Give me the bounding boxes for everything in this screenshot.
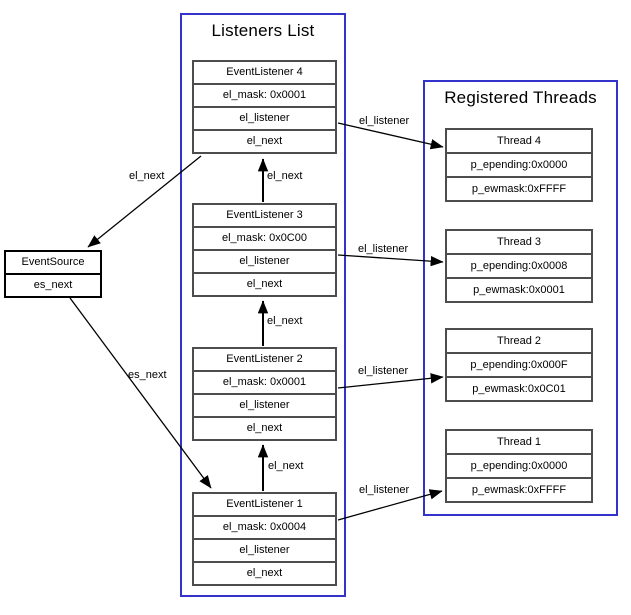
edge-label-el1-listener: el_listener [359, 484, 410, 496]
eventsource-box: EventSource es_next [4, 250, 102, 298]
registered-threads-container [423, 80, 618, 516]
el-mask-field: el_mask: 0x0004 [194, 515, 335, 538]
el-mask-field: el_mask: 0x0001 [194, 370, 335, 393]
el-listener-field: el_listener [194, 538, 335, 561]
el-listener-field: el_listener [194, 393, 335, 416]
node-title: EventListener 4 [226, 66, 303, 78]
eventlistener-3-box: EventListener 3 el_mask: 0x0C00 el_liste… [192, 203, 337, 297]
el-listener-field: el_listener [194, 249, 335, 272]
node-title: Thread 4 [496, 135, 542, 147]
thread-3-box: Thread 3 p_epending:0x0008 p_ewmask:0x00… [445, 229, 593, 303]
thread-4-box: Thread 4 p_epending:0x0000 p_ewmask:0xFF… [445, 128, 593, 202]
el-next-field: el_next [194, 272, 335, 295]
edge-label-el3-next: el_next [267, 170, 303, 182]
edge-label-el1-next: el_next [268, 460, 304, 472]
edge-label-el2-next: el_next [267, 315, 303, 327]
edge-label-el4-listener: el_listener [359, 115, 410, 127]
el-next-field: el_next [194, 561, 335, 584]
listeners-list-title: Listeners List [211, 21, 315, 40]
node-title: EventListener 2 [226, 353, 303, 365]
p-ewmask-field: p_ewmask:0xFFFF [447, 477, 591, 501]
edge-label-el4-next: el_next [129, 170, 165, 182]
p-ewmask-field: p_ewmask:0xFFFF [447, 176, 591, 200]
el-next-field: el_next [194, 129, 335, 152]
p-ewmask-field: p_ewmask:0x0001 [447, 277, 591, 301]
node-title: EventListener 3 [226, 209, 303, 221]
p-ewmask-field: p_ewmask:0x0C01 [447, 376, 591, 400]
el-listener-field: el_listener [194, 106, 335, 129]
el-next-field: el_next [194, 416, 335, 439]
registered-threads-title: Registered Threads [444, 88, 597, 107]
eventlistener-1-box: EventListener 1 el_mask: 0x0004 el_liste… [192, 492, 337, 586]
p-epending-field: p_epending:0x0000 [447, 152, 591, 176]
es-next-field: es_next [6, 273, 100, 296]
thread-1-box: Thread 1 p_epending:0x0000 p_ewmask:0xFF… [445, 429, 593, 503]
eventlistener-4-box: EventListener 4 el_mask: 0x0001 el_liste… [192, 60, 337, 154]
p-epending-field: p_epending:0x000F [447, 352, 591, 376]
node-title: EventSource [21, 256, 85, 268]
node-title: Thread 2 [496, 335, 542, 347]
thread-2-box: Thread 2 p_epending:0x000F p_ewmask:0x0C… [445, 328, 593, 402]
eventlistener-2-box: EventListener 2 el_mask: 0x0001 el_liste… [192, 347, 337, 441]
node-title: Thread 1 [496, 436, 542, 448]
p-epending-field: p_epending:0x0008 [447, 253, 591, 277]
p-epending-field: p_epending:0x0000 [447, 453, 591, 477]
el-mask-field: el_mask: 0x0C00 [194, 226, 335, 249]
edge-label-el2-listener: el_listener [358, 365, 409, 377]
node-title: Thread 3 [496, 236, 542, 248]
edge-label-es-next: es_next [128, 369, 167, 381]
node-title: EventListener 1 [226, 498, 303, 510]
el-mask-field: el_mask: 0x0001 [194, 83, 335, 106]
edge-label-el3-listener: el_listener [358, 243, 409, 255]
